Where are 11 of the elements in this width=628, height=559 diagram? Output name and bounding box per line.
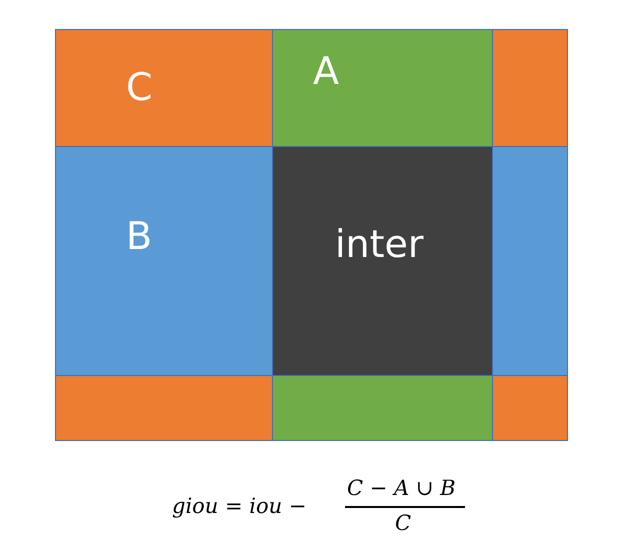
region-label: C	[126, 68, 153, 106]
region-box	[55, 29, 273, 147]
region-box	[272, 146, 493, 376]
region-label: A	[313, 52, 339, 90]
fraction-denominator: C	[395, 513, 412, 534]
fraction-numerator: C − A ∪ B	[347, 478, 456, 499]
formula-text: giou = iou −	[172, 496, 306, 517]
region-label: B	[126, 217, 152, 255]
region-box	[55, 146, 273, 376]
region-label: inter	[335, 225, 424, 263]
region-box	[272, 29, 493, 147]
